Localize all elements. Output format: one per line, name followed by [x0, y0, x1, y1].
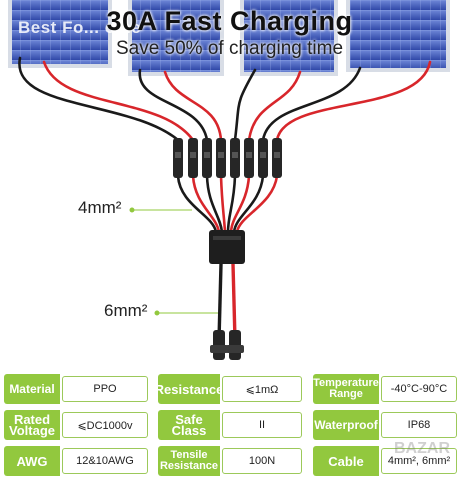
branch-cables — [18, 56, 432, 234]
spec-value: ⩽DC1000v — [62, 412, 148, 438]
brand-watermark: BAZAR — [394, 440, 450, 457]
spec-value: PPO — [62, 376, 148, 402]
spec-value: -40°C-90°C — [381, 376, 457, 402]
spec-tensile-resistance: Tensile Resistance 100N — [158, 446, 302, 476]
spec-awg: AWG 12&10AWG — [4, 446, 148, 476]
spec-key: Rated Voltage — [4, 410, 60, 440]
spec-value: 4mm², 6mm² — [381, 448, 457, 474]
spec-rated-voltage: Rated Voltage ⩽DC1000v — [4, 410, 148, 440]
headline-subtitle: Save 50% of charging time — [115, 38, 344, 59]
solar-panel-2 — [128, 0, 224, 76]
spec-key: AWG — [4, 446, 60, 476]
junction-box — [209, 230, 245, 264]
solar-panel-3 — [240, 0, 338, 76]
spec-key: Safe Class — [158, 410, 220, 440]
solar-panel-4 — [346, 0, 450, 72]
headline-title: 30A Fast Charging — [106, 6, 353, 36]
spec-cable: Cable 4mm², 6mm² — [313, 446, 457, 476]
trunk-cables — [217, 263, 237, 341]
spec-material: Material PPO — [4, 374, 148, 404]
spec-value: II — [222, 412, 302, 438]
spec-value: 12&10AWG — [62, 448, 148, 474]
spec-waterproof: Waterproof IP68 — [313, 410, 457, 440]
solar-panel-1 — [8, 0, 112, 68]
spec-key: Resistance — [155, 374, 223, 404]
gauge-pointers — [129, 207, 218, 316]
spec-safe-class: Safe Class II — [158, 410, 302, 440]
branch-connectors — [173, 138, 282, 178]
spec-value: 100N — [222, 448, 302, 474]
spec-key: Cable — [313, 446, 379, 476]
trunk-gauge-label: 6mm² — [104, 301, 148, 320]
spec-key: Material — [4, 374, 60, 404]
spec-value: ⩽1mΩ — [222, 376, 302, 402]
trunk-connectors — [210, 330, 244, 360]
branch-gauge-label: 4mm² — [78, 198, 122, 217]
spec-key: Temperature Range — [313, 374, 379, 404]
spec-value: IP68 — [381, 412, 457, 438]
spec-table: Material PPO Resistance ⩽1mΩ Temperature… — [0, 370, 459, 480]
store-watermark: Best Fo... ome — [18, 18, 142, 37]
spec-resistance: Resistance ⩽1mΩ — [155, 374, 302, 404]
spec-key: Tensile Resistance — [158, 446, 220, 476]
spec-key: Waterproof — [313, 410, 379, 440]
spec-temperature-range: Temperature Range -40°C-90°C — [313, 374, 457, 404]
product-illustration — [8, 0, 450, 360]
